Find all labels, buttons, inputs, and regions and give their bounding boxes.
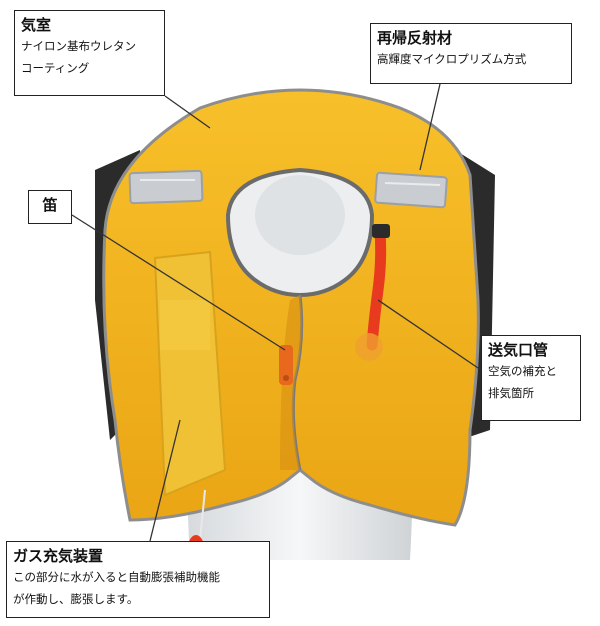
oral-tube-desc-line-1: 空気の補充と: [488, 364, 557, 378]
oral-tube-title: 送気口管: [488, 341, 549, 359]
reflective-patch-left: [128, 169, 204, 205]
reflective-patch-right: [374, 171, 448, 209]
whistle-title: 笛: [42, 196, 58, 214]
callout-whistle: 笛: [28, 190, 72, 224]
reflective-desc-line-1: 高輝度マイクロプリズム方式: [377, 52, 527, 66]
oral-tube-desc-line-2: 排気箇所: [488, 386, 534, 400]
mannequin-neck: [255, 175, 345, 255]
callout-oral-tube: 送気口管 空気の補充と 排気箇所: [481, 335, 581, 421]
callout-gas-inflator: ガス充気装置 この部分に水が入ると自動膨張補助機能 が作動し、膨張します。: [6, 541, 270, 618]
air-chamber-desc-line-2: コーティング: [21, 61, 90, 75]
air-chamber-desc-line-1: ナイロン基布ウレタン: [21, 39, 136, 53]
oral-tube: [366, 226, 387, 351]
whistle: [279, 345, 293, 385]
inflator-title: ガス充気装置: [13, 547, 104, 565]
leader-lines: [71, 83, 482, 542]
reflective-title: 再帰反射材: [377, 29, 453, 47]
inflator-desc-line-1: この部分に水が入ると自動膨張補助機能: [13, 570, 220, 584]
callout-air-chamber: 気室 ナイロン基布ウレタン コーティング: [14, 10, 165, 96]
inflator-desc-line-2: が作動し、膨張します。: [13, 592, 139, 606]
air-chamber-title: 気室: [21, 16, 52, 34]
callout-reflective-material: 再帰反射材 高輝度マイクロプリズム方式: [370, 23, 572, 84]
